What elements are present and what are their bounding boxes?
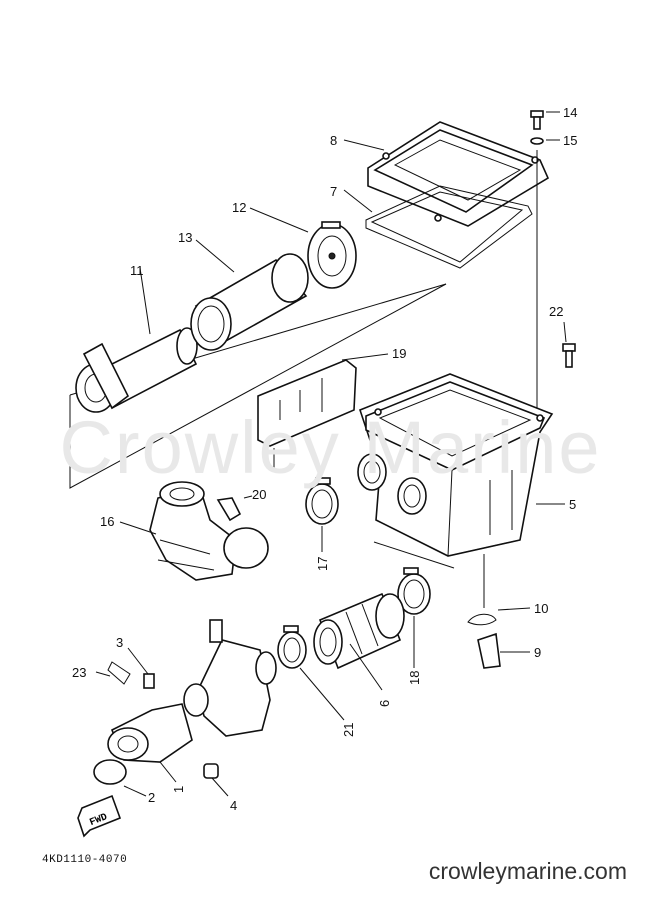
clamp-21: [277, 625, 307, 669]
callout-20: 20: [252, 487, 266, 502]
callout-19: 19: [392, 346, 406, 361]
callout-6: 6: [377, 700, 392, 707]
carb-joint: [313, 592, 405, 670]
callout-17: 17: [315, 557, 330, 571]
callout-2: 2: [148, 790, 155, 805]
element-cap: [307, 221, 357, 289]
cover-screw: [530, 110, 544, 145]
carburetor: [183, 619, 277, 737]
fwd-arrow-icon: FWD: [77, 794, 122, 838]
callout-23: 23: [72, 665, 86, 680]
drain-cap-9: [477, 632, 501, 669]
callout-18: 18: [407, 671, 422, 685]
callout-7: 7: [330, 184, 337, 199]
leader-lines: [95, 111, 567, 797]
box-bolt: [562, 343, 576, 368]
callout-1: 1: [171, 786, 186, 793]
side-panel: [257, 359, 357, 468]
intake-tube: [149, 481, 269, 581]
website-link[interactable]: crowleymarine.com: [428, 858, 627, 884]
callout-12: 12: [232, 200, 246, 215]
callout-11: 11: [130, 263, 144, 278]
cover-gasket: [365, 185, 533, 269]
clamp-17: [305, 477, 339, 525]
clip-and-screw: [107, 661, 155, 689]
intake-manifold: [107, 703, 193, 763]
callout-4: 4: [230, 798, 237, 813]
callout-16: 16: [100, 514, 114, 529]
callout-8: 8: [330, 133, 337, 148]
air-box: [357, 373, 554, 557]
breather-hose: [216, 497, 242, 522]
clip-10: [467, 613, 497, 626]
callout-22: 22: [549, 304, 563, 319]
callout-3: 3: [116, 635, 123, 650]
element-holder: [75, 327, 198, 413]
callout-labels: 8 7 12 13 11 14 15 22 19 5 20 16 17 18 1…: [72, 105, 577, 813]
callout-9: 9: [534, 645, 541, 660]
filter-element: [190, 253, 309, 351]
callout-14: 14: [563, 105, 577, 120]
drawing-code: 4KD1110-4070: [42, 854, 128, 866]
callout-10: 10: [534, 601, 548, 616]
callout-15: 15: [563, 133, 577, 148]
callout-5: 5: [569, 497, 576, 512]
assembly-plane: [69, 283, 447, 489]
callout-21: 21: [341, 723, 356, 737]
seal-2: [93, 759, 127, 785]
callout-13: 13: [178, 230, 192, 245]
nut-4: [203, 763, 219, 779]
clamp-18: [397, 567, 431, 615]
